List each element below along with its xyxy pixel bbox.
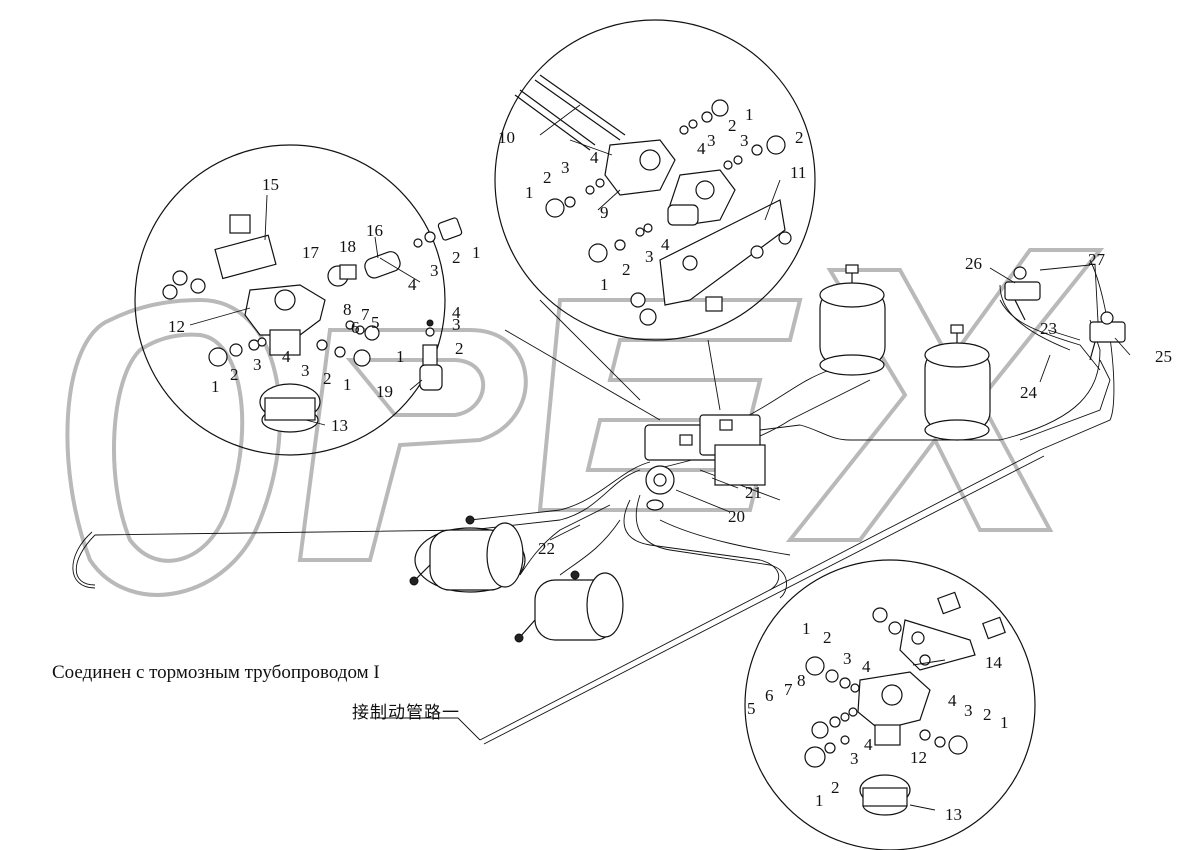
valve-26 — [1004, 266, 1041, 321]
callout-6: 6 — [765, 686, 774, 705]
brake-chamber-front-right — [514, 570, 624, 643]
callout-2: 2 — [452, 248, 461, 267]
callout-1: 1 — [802, 619, 811, 638]
callout-10: 10 — [498, 128, 515, 147]
callout-2: 2 — [455, 339, 464, 358]
callout-24: 24 — [1020, 383, 1038, 402]
callout-1: 1 — [472, 243, 481, 262]
callout-2: 2 — [795, 128, 804, 147]
callout-1: 1 — [600, 275, 609, 294]
detail-circle-bottom — [744, 559, 1036, 850]
callout-12: 12 — [910, 748, 927, 767]
callout-15: 15 — [262, 175, 279, 194]
valve-assembly-center — [644, 414, 766, 511]
callout-3: 3 — [561, 158, 570, 177]
callout-3: 3 — [964, 701, 973, 720]
callout-3: 3 — [843, 649, 852, 668]
brake-chamber-rear-2 — [924, 324, 991, 441]
callout-4: 4 — [452, 303, 461, 322]
callout-2: 2 — [323, 369, 332, 388]
detail-circle-top — [494, 19, 816, 341]
callout-3: 3 — [253, 355, 262, 374]
callout-numbers: 15 16 17 18 12 13 19 1 2 3 4 4 3 2 1 8 7… — [168, 105, 1172, 824]
callout-22: 22 — [538, 539, 555, 558]
brake-chamber-rear-1 — [819, 264, 886, 376]
top-detail-parts — [514, 74, 792, 326]
callout-1: 1 — [745, 105, 754, 124]
callout-5: 5 — [371, 313, 380, 332]
callout-2: 2 — [230, 365, 239, 384]
callout-27: 27 — [1088, 250, 1106, 269]
caption-leader — [370, 717, 481, 741]
callout-3: 3 — [301, 361, 310, 380]
callout-18: 18 — [339, 237, 356, 256]
callout-4: 4 — [661, 235, 670, 254]
callout-8: 8 — [343, 300, 352, 319]
callout-7: 7 — [784, 680, 793, 699]
callout-2: 2 — [831, 778, 840, 797]
bottom-detail-parts — [804, 591, 1006, 816]
callout-17: 17 — [302, 243, 320, 262]
valve-25 — [1089, 311, 1126, 361]
callout-23: 23 — [1040, 319, 1057, 338]
callout-7: 7 — [361, 305, 370, 324]
detail-circle-left — [134, 144, 446, 456]
callout-4: 4 — [282, 347, 291, 366]
callout-25: 25 — [1155, 347, 1172, 366]
callout-6: 6 — [351, 318, 360, 337]
callout-2: 2 — [622, 260, 631, 279]
callout-3: 3 — [430, 261, 439, 280]
callout-4: 4 — [862, 657, 871, 676]
callout-12: 12 — [168, 317, 185, 336]
callout-9: 9 — [600, 203, 609, 222]
callout-2: 2 — [543, 168, 552, 187]
callout-3: 3 — [850, 749, 859, 768]
callout-3: 3 — [645, 247, 654, 266]
callout-3: 3 — [740, 131, 749, 150]
caption-chinese: 接制动管路一 — [352, 703, 460, 723]
left-detail-parts — [162, 214, 463, 433]
callout-2: 2 — [983, 705, 992, 724]
callout-1: 1 — [396, 347, 405, 366]
callout-16: 16 — [366, 221, 383, 240]
callout-1: 1 — [211, 377, 220, 396]
callout-4: 4 — [864, 735, 873, 754]
callout-1: 1 — [1000, 713, 1009, 732]
callout-3: 3 — [707, 131, 716, 150]
callout-2: 2 — [728, 116, 737, 135]
callout-2: 2 — [823, 628, 832, 647]
callout-13: 13 — [945, 805, 962, 824]
brake-chamber-front-left — [409, 515, 526, 593]
callout-4: 4 — [408, 275, 417, 294]
callout-26: 26 — [965, 254, 982, 273]
callout-11: 11 — [790, 163, 806, 182]
callout-1: 1 — [525, 183, 534, 202]
callout-4: 4 — [590, 148, 599, 167]
callout-4: 4 — [697, 139, 706, 158]
callout-21: 21 — [745, 483, 762, 502]
callout-19: 19 — [376, 382, 393, 401]
brake-pipes — [72, 259, 1115, 745]
callout-14: 14 — [985, 653, 1003, 672]
callout-13: 13 — [331, 416, 348, 435]
caption-russian: Соединен с тормозным трубопроводом I — [52, 662, 380, 683]
callout-4: 4 — [948, 691, 957, 710]
callout-5: 5 — [747, 699, 756, 718]
callout-8: 8 — [797, 671, 806, 690]
callout-1: 1 — [815, 791, 824, 810]
callout-1: 1 — [343, 375, 352, 394]
callout-leaders — [189, 104, 1131, 811]
callout-20: 20 — [728, 507, 745, 526]
callout-3: 3 — [452, 315, 461, 334]
